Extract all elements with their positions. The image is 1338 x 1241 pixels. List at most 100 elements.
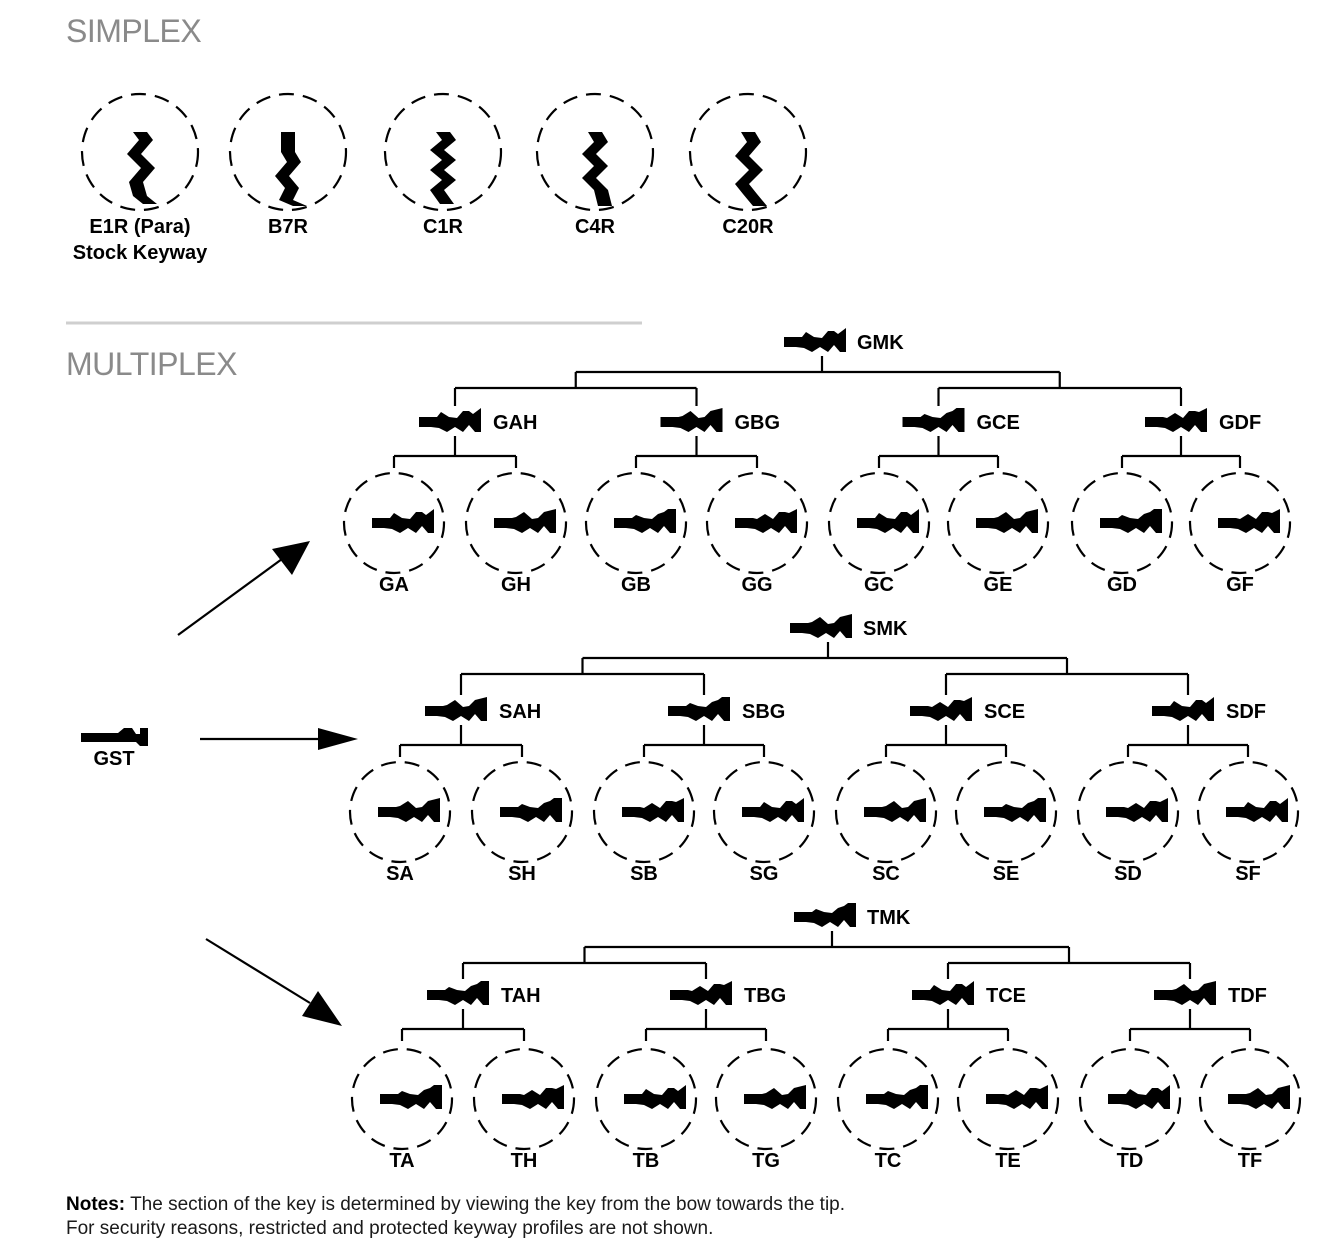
keyway-profile-icon (430, 132, 456, 204)
change-key-label: TE (995, 1150, 1021, 1172)
change-key-profile-icon (1106, 798, 1168, 822)
multiplex-title: MULTIPLEX (66, 346, 237, 382)
change-key: TD (1078, 1047, 1182, 1172)
keyway-outline (342, 471, 446, 575)
change-key-profile-icon (864, 798, 926, 822)
change-key: SA (348, 760, 452, 885)
keyway-profile-icon (582, 132, 612, 206)
keyway-outline (827, 471, 931, 575)
keyway-outline (956, 1047, 1060, 1151)
keyway-outline (1078, 1047, 1182, 1151)
keyway-outline (584, 471, 688, 575)
change-key-profile-icon (976, 509, 1038, 533)
sub-master-label: GCE (977, 412, 1020, 434)
change-key-label: TG (752, 1150, 780, 1172)
sub-profile-icon (902, 408, 965, 432)
arrow-to-tmk (205, 938, 311, 1004)
change-key-profile-icon (624, 1085, 686, 1109)
sub-master-label: SDF (1226, 701, 1266, 723)
keyway-outline (1070, 471, 1174, 575)
change-key-label: GD (1107, 574, 1137, 596)
change-key-profile-icon (1226, 798, 1288, 822)
tree-connector (877, 436, 1000, 468)
change-key: GB (584, 471, 688, 596)
change-key-profile-icon (1228, 1085, 1290, 1109)
keyway-outline (1196, 760, 1300, 864)
tree-connector (642, 725, 766, 757)
sub-profile-icon (1154, 981, 1216, 1005)
sub-master-label: TDF (1228, 985, 1267, 1007)
change-key-label: GE (984, 574, 1013, 596)
change-key-label: SC (872, 863, 900, 885)
keyway-label: C1R (423, 216, 464, 238)
change-key-profile-icon (1100, 509, 1162, 533)
change-key-label: TB (633, 1150, 660, 1172)
sub-master-label: SAH (499, 701, 541, 723)
change-key: SC (834, 760, 938, 885)
tree-connector (459, 658, 1190, 695)
change-key: SG (712, 760, 816, 885)
keyway-outline (383, 92, 503, 212)
change-key: GF (1188, 471, 1292, 596)
change-key-label: SB (630, 863, 658, 885)
simplex-keyway: C4R (535, 92, 655, 238)
sub-profile-icon (425, 697, 487, 721)
tree-connector (400, 1009, 526, 1041)
sub-profile-icon (419, 408, 481, 432)
keyway-outline (705, 471, 809, 575)
change-key-profile-icon (614, 509, 676, 533)
keyway-outline (348, 760, 452, 864)
tree-connector (392, 436, 518, 468)
keyway-outline (834, 760, 938, 864)
simplex-keyway: C1R (383, 92, 503, 238)
change-key-label: TH (511, 1150, 538, 1172)
change-key-profile-icon (1108, 1085, 1170, 1109)
keyway-sublabel: Stock Keyway (73, 242, 208, 264)
keyway-outline (946, 471, 1050, 575)
change-key: TG (714, 1047, 818, 1172)
sub-profile-icon (912, 981, 974, 1005)
keyway-outline (350, 1047, 454, 1151)
sub-master-label: GAH (493, 412, 537, 434)
notes-text-1: The section of the key is determined by … (130, 1194, 846, 1215)
keyway-outline (80, 92, 200, 212)
change-key: GH (464, 471, 568, 596)
branch-arrows (177, 541, 358, 1026)
change-key-label: GA (379, 574, 409, 596)
master-profile-icon (794, 903, 856, 927)
change-key-profile-icon (986, 1085, 1048, 1109)
change-key-profile-icon (857, 509, 919, 533)
change-key: GD (1070, 471, 1174, 596)
change-key-profile-icon (866, 1085, 928, 1109)
keyway-outline (228, 92, 348, 212)
change-key: SH (470, 760, 574, 885)
tree-connector (884, 725, 1008, 757)
change-key: SE (954, 760, 1058, 885)
sub-profile-icon (910, 697, 972, 721)
keyway-outline (1076, 760, 1180, 864)
change-key-label: SG (750, 863, 779, 885)
tree-connector (582, 642, 1067, 660)
master-profile-icon (790, 614, 852, 638)
master-label: GMK (857, 332, 904, 354)
sub-master-label: GBG (735, 412, 781, 434)
keyway-outline (594, 1047, 698, 1151)
change-key-label: GH (501, 574, 531, 596)
change-key-label: GB (621, 574, 651, 596)
keyway-outline (470, 760, 574, 864)
arrow-to-gmk (177, 558, 283, 636)
arrow-head-icon (272, 541, 310, 575)
keyway-outline (712, 760, 816, 864)
tree-connector (1120, 436, 1242, 468)
tree-connector (575, 356, 1060, 374)
sub-profile-icon (668, 697, 730, 721)
tree-connector (453, 372, 1183, 406)
keyway-profile-icon (275, 132, 307, 206)
change-key: TH (472, 1047, 576, 1172)
change-key-label: SE (993, 863, 1020, 885)
sub-master-label: TBG (744, 985, 786, 1007)
change-key: SF (1196, 760, 1300, 885)
